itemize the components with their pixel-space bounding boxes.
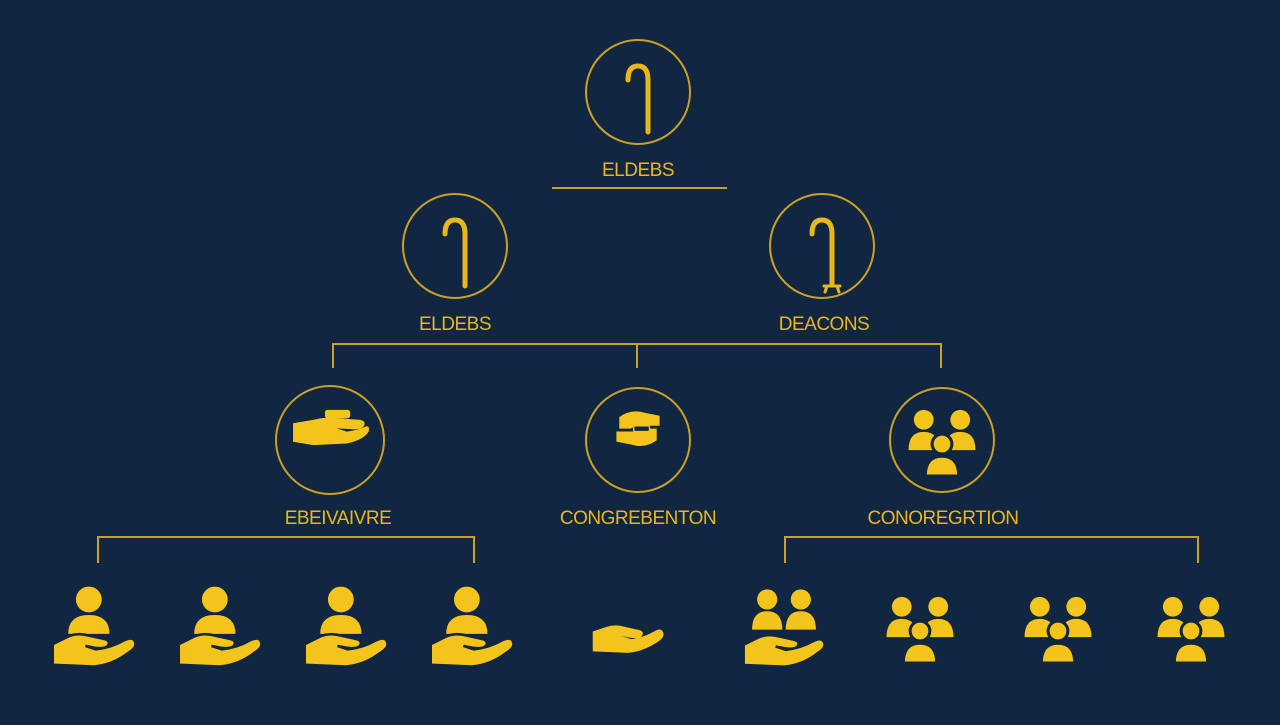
node-label-right: CONOREGRTION (867, 508, 1019, 529)
giving-hand-icon (293, 409, 370, 446)
people-group-icon (884, 595, 956, 665)
person-on-hand-icon (51, 585, 137, 668)
node-label-elders: ELDEBS (419, 314, 491, 335)
bracket-level2 (332, 343, 942, 368)
people-group-icon (906, 408, 978, 478)
node-circle-left (275, 385, 385, 495)
person-on-hand-icon (177, 585, 263, 668)
giving-hand-icon (592, 625, 664, 653)
people-group-icon (1155, 595, 1227, 665)
node-circles (275, 39, 995, 495)
bracket-bottom-left (97, 536, 475, 563)
cane-stand-icon (812, 220, 840, 292)
node-label-left: EBEIVAIVRE (284, 508, 392, 529)
shepherd-staff-icon (628, 66, 648, 132)
person-on-hand-icon (429, 585, 515, 668)
person-on-hand-icon (303, 585, 389, 668)
node-label-deacons: DEACONS (778, 314, 870, 335)
node-circle-top (585, 39, 691, 145)
people-group-icon (1022, 595, 1094, 665)
group-on-hand-icon (742, 588, 826, 668)
bracket-bottom-right (784, 536, 1199, 563)
node-circle-right (889, 387, 995, 493)
node-circle-elders (402, 193, 508, 299)
node-label-center: CONGREBENTON (559, 508, 717, 529)
node-icons (293, 66, 978, 478)
node-circle-center (585, 387, 691, 493)
node-label-top: ELDEBS (602, 160, 674, 181)
node-circle-deacons (769, 193, 875, 299)
connector-lines (97, 187, 1199, 563)
hands-exchange-icon (615, 410, 661, 447)
bottom-row-icons (51, 585, 1227, 668)
shepherd-staff-icon (445, 220, 465, 286)
